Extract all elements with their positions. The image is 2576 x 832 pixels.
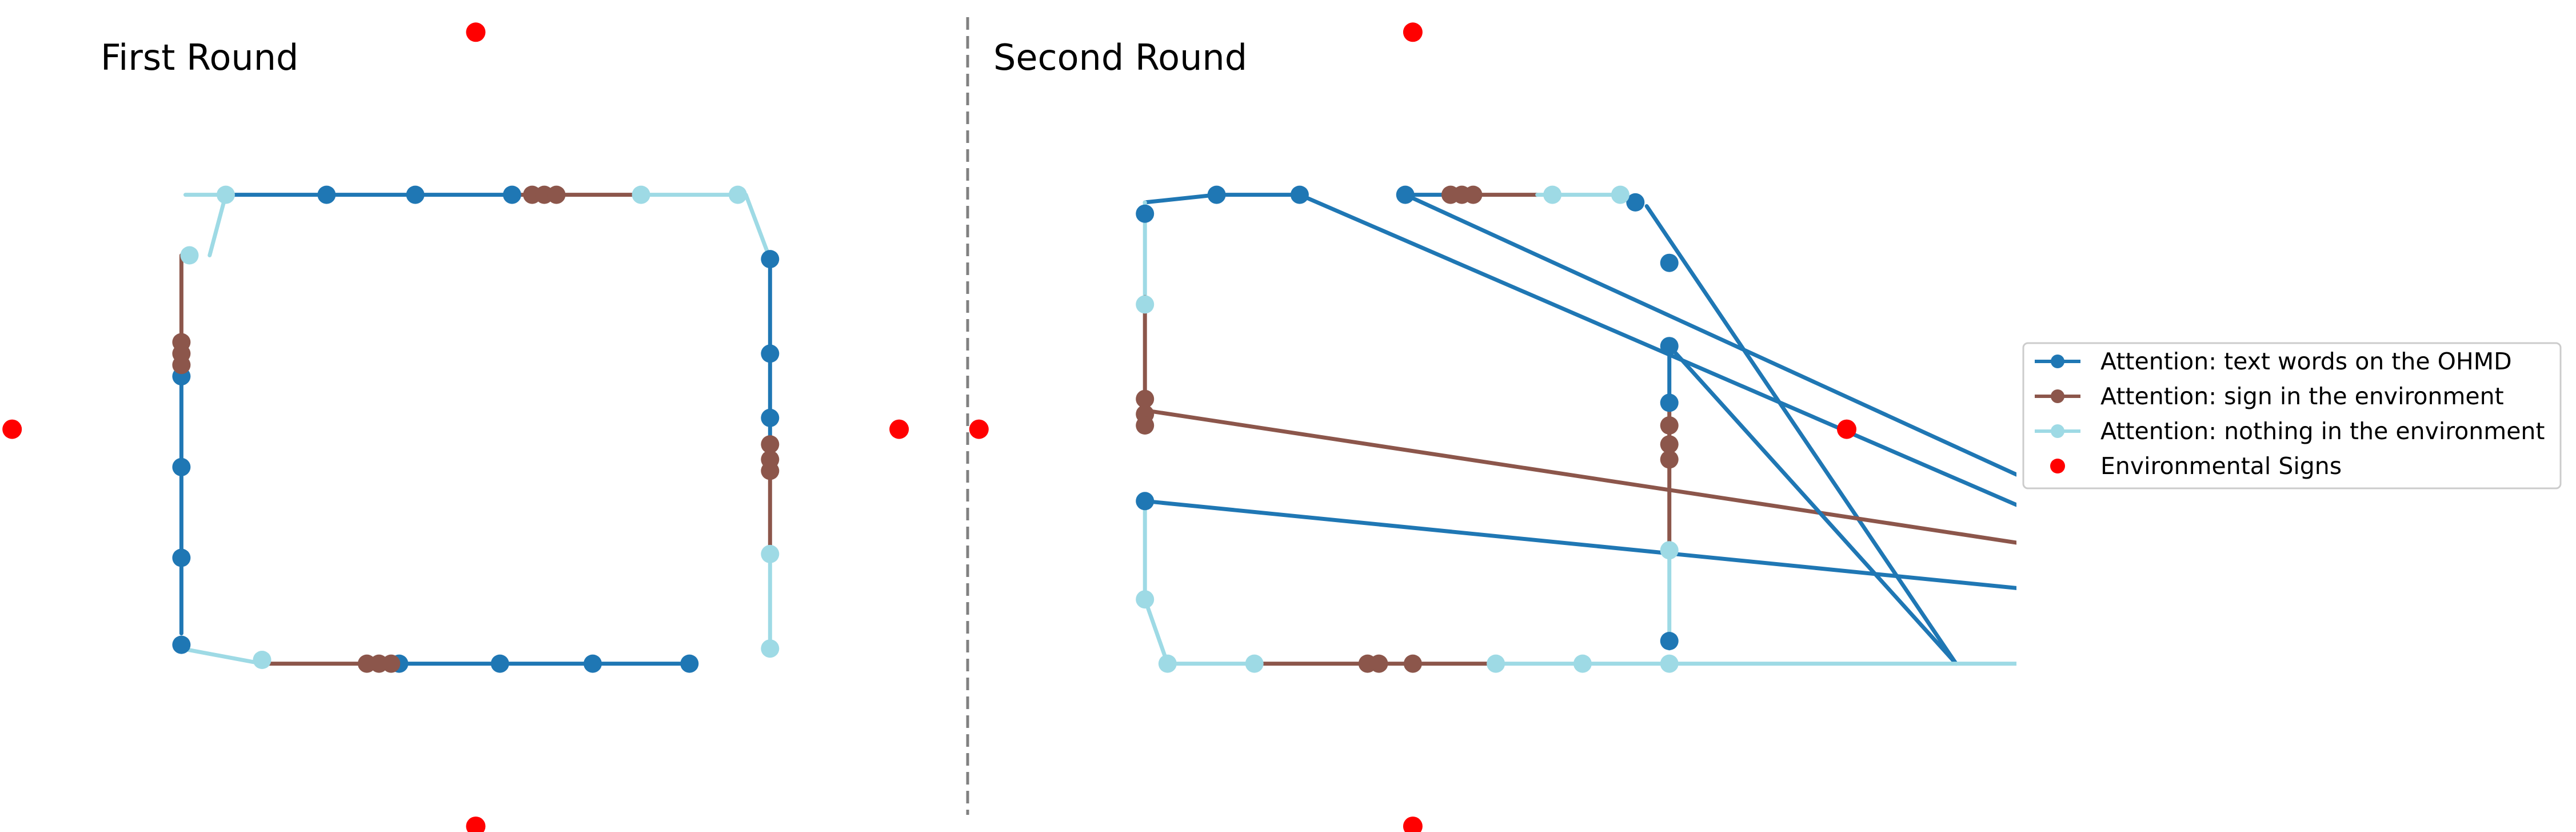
gaze-point-nothing-3 [180, 246, 199, 265]
gaze-path-nothing-6 [179, 646, 264, 666]
legend-marker-text [2051, 355, 2064, 368]
gaze-point-nothing-2 [728, 185, 747, 204]
gaze-point-text-1 [1207, 185, 1226, 204]
legend-label-nothing: Attention: nothing in the environment [2100, 417, 2545, 445]
environmental-sign-2 [1837, 419, 1856, 439]
gaze-path-text-1 [1297, 193, 2016, 507]
gaze-path-text-5 [1403, 193, 2016, 477]
gaze-point-sign-5 [172, 356, 191, 375]
gaze-point-nothing-0 [1543, 185, 1562, 204]
gaze-point-nothing-5 [761, 544, 780, 563]
gaze-path-text-11 [1667, 344, 1958, 666]
gaze-point-text-8 [172, 548, 191, 567]
environmental-sign-0 [1403, 22, 1423, 42]
gaze-point-sign-7 [1660, 435, 1679, 454]
gaze-point-nothing-1 [1611, 185, 1630, 204]
gaze-point-text-4 [761, 344, 780, 363]
gaze-point-nothing-4 [253, 651, 271, 669]
gaze-point-text-9 [1136, 492, 1155, 511]
environmental-sign-0 [466, 22, 486, 42]
gaze-point-sign-2 [1464, 185, 1483, 204]
gaze-point-nothing-6 [761, 639, 780, 658]
gaze-point-sign-10 [1369, 654, 1388, 673]
legend-label-env: Environmental Signs [2100, 452, 2342, 480]
gaze-point-sign-8 [761, 461, 780, 480]
gaze-path-nothing-15 [1143, 499, 1170, 666]
gaze-point-text-7 [172, 457, 191, 476]
gaze-point-sign-3 [1136, 389, 1155, 408]
gaze-point-text-8 [1660, 632, 1679, 650]
gaze-point-text-11 [490, 654, 509, 673]
legend-marker-sign [2051, 389, 2064, 403]
gaze-point-sign-11 [1403, 654, 1422, 673]
gaze-point-nothing-7 [1573, 654, 1592, 673]
gaze-point-nothing-2 [1136, 295, 1155, 314]
environmental-sign-2 [889, 419, 909, 439]
legend-marker-env [2050, 459, 2065, 473]
gaze-point-text-1 [406, 185, 425, 204]
panel-title-second: Second Round [993, 37, 1247, 78]
gaze-point-text-7 [1660, 393, 1679, 412]
gaze-point-nothing-4 [1158, 654, 1177, 673]
gaze-path-text-14 [1143, 499, 2016, 590]
gaze-point-sign-11 [382, 654, 401, 673]
gaze-point-text-4 [1626, 193, 1645, 212]
gaze-point-text-13 [680, 654, 699, 673]
gaze-point-text-9 [172, 635, 191, 654]
gaze-path-nothing-3 [647, 193, 772, 261]
legend: Attention: text words on the OHMD Attent… [2022, 342, 2562, 489]
environmental-sign-3 [1403, 817, 1423, 832]
gaze-point-sign-6 [761, 435, 780, 454]
environmental-sign-3 [466, 817, 486, 832]
gaze-point-sign-6 [1660, 416, 1679, 435]
gaze-point-text-6 [1660, 337, 1679, 356]
gaze-point-sign-5 [1136, 416, 1155, 435]
gaze-point-text-3 [761, 250, 780, 269]
gaze-point-text-2 [1290, 185, 1309, 204]
gaze-point-nothing-9 [1660, 541, 1679, 560]
legend-frame [2022, 342, 2562, 489]
gaze-point-text-12 [584, 654, 602, 673]
gaze-path-text-6 [1644, 204, 1958, 666]
gaze-point-nothing-6 [1487, 654, 1505, 673]
gaze-point-nothing-0 [217, 185, 235, 204]
gaze-point-text-0 [1136, 204, 1155, 223]
gaze-point-nothing-3 [1136, 590, 1155, 609]
gaze-path-nothing-0 [183, 193, 228, 257]
gaze-point-nothing-8 [1660, 654, 1679, 673]
gaze-point-text-0 [317, 185, 336, 204]
gaze-point-text-3 [1396, 185, 1415, 204]
legend-marker-nothing [2051, 424, 2064, 438]
gaze-point-text-2 [502, 185, 521, 204]
legend-label-sign: Attention: sign in the environment [2100, 383, 2504, 410]
legend-label-text: Attention: text words on the OHMD [2100, 348, 2512, 375]
gaze-point-sign-2 [547, 185, 566, 204]
gaze-path-sign-9 [1143, 408, 2016, 545]
environmental-sign-1 [969, 419, 989, 439]
panel-second-round [969, 22, 2016, 832]
gaze-point-text-5 [1660, 253, 1679, 272]
environmental-sign-1 [2, 419, 22, 439]
gaze-point-nothing-5 [1245, 654, 1264, 673]
gaze-point-text-5 [761, 408, 780, 427]
panel-title-first: First Round [101, 37, 298, 78]
gaze-point-sign-8 [1660, 450, 1679, 469]
gaze-point-nothing-1 [632, 185, 650, 204]
panel-first-round [2, 22, 909, 832]
